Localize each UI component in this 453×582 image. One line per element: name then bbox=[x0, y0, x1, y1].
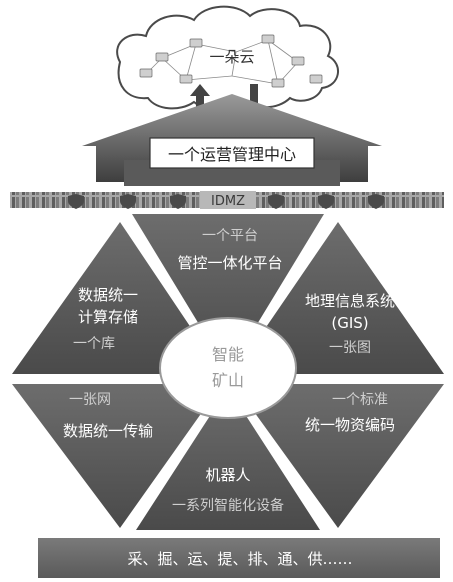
lower-left-main: 数据统一传输 bbox=[63, 422, 153, 440]
core-circle bbox=[159, 317, 297, 419]
bottom-sub: 一系列智能化设备 bbox=[172, 497, 284, 514]
up-arrow-icon bbox=[190, 84, 210, 126]
lower-right-sub: 一个标准 bbox=[332, 392, 388, 408]
footer-bar: 采、掘、运、提、排、通、供…… bbox=[38, 538, 440, 578]
idmz-bar: IDMZ bbox=[10, 191, 444, 209]
shield-icons bbox=[68, 194, 384, 209]
idmz-label: IDMZ bbox=[211, 194, 245, 209]
center-label-box bbox=[149, 137, 315, 169]
segment-top bbox=[132, 214, 324, 372]
footer-label: 采、掘、运、提、排、通、供…… bbox=[127, 550, 352, 568]
upper-right-main1: 地理信息系统 bbox=[305, 292, 395, 310]
upper-left-sub: 一个库 bbox=[73, 336, 115, 352]
top-sub: 一个平台 bbox=[202, 228, 258, 244]
upper-right-sub: 一张图 bbox=[329, 340, 371, 356]
core-line2: 矿山 bbox=[212, 371, 244, 390]
upper-left-main1: 数据统一 bbox=[78, 286, 138, 304]
segment-bottom bbox=[136, 388, 320, 530]
upper-left-main2: 计算存储 bbox=[78, 308, 138, 326]
segment-lower-left bbox=[12, 384, 222, 528]
cloud-label: 一朵云 bbox=[209, 48, 254, 66]
hexagon: 智能 矿山 一个平台 管控一体化平台 数据统一 计算存储 一个库 地理信息系统 … bbox=[12, 214, 444, 530]
segment-lower-right bbox=[234, 384, 444, 528]
lower-right-main: 统一物资编码 bbox=[305, 416, 395, 434]
upper-right-main2: (GIS) bbox=[331, 314, 368, 332]
core-line1: 智能 bbox=[212, 345, 244, 364]
segment-upper-right bbox=[234, 222, 444, 374]
center-label: 一个运营管理中心 bbox=[168, 145, 296, 164]
top-main: 管控一体化平台 bbox=[177, 254, 282, 272]
cloud: 一朵云 bbox=[116, 5, 339, 110]
server-icons bbox=[139, 34, 323, 88]
operations-center-house: 一个运营管理中心 bbox=[82, 94, 382, 186]
lower-left-sub: 一张网 bbox=[69, 392, 111, 408]
bottom-main: 机器人 bbox=[205, 466, 250, 484]
segment-upper-left bbox=[12, 222, 222, 374]
